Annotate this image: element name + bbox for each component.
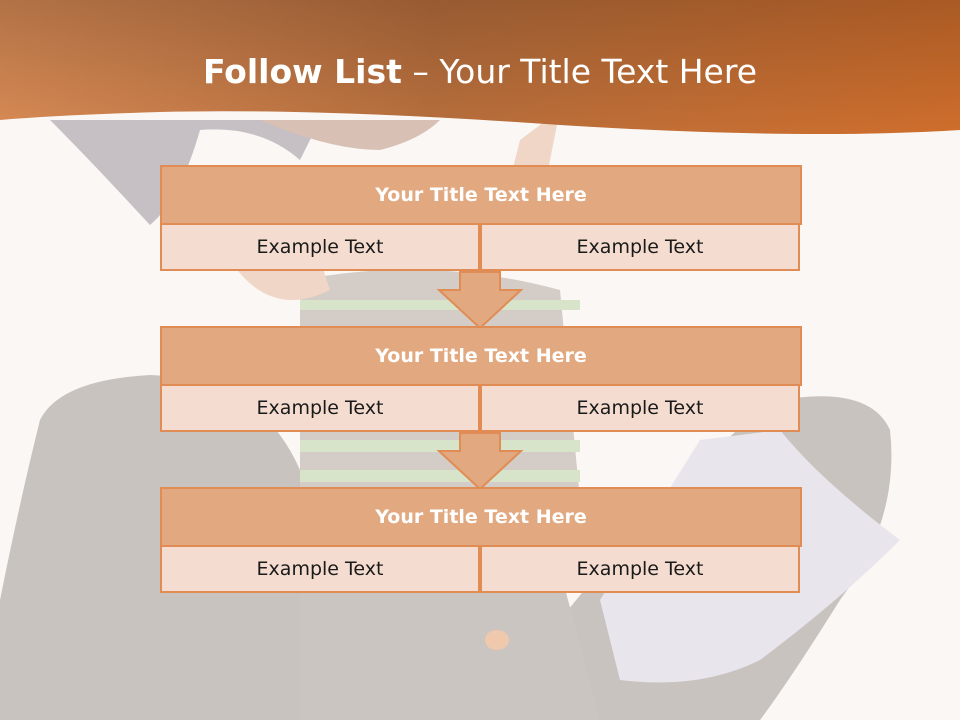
list-block-left-text: Example Text — [160, 223, 480, 271]
list-block-3: Your Title Text Here Example Text Exampl… — [160, 487, 802, 593]
slide-title-rest: – Your Title Text Here — [412, 52, 758, 91]
down-arrow-icon — [436, 432, 524, 491]
list-block-title: Your Title Text Here — [160, 487, 802, 547]
slide-title-bold: Follow List — [202, 52, 402, 91]
list-block-right-text: Example Text — [480, 384, 800, 432]
list-block-2: Your Title Text Here Example Text Exampl… — [160, 326, 802, 432]
list-block-title: Your Title Text Here — [160, 326, 802, 386]
list-block-left-text: Example Text — [160, 545, 480, 593]
list-block-right-text: Example Text — [480, 545, 800, 593]
list-block-title: Your Title Text Here — [160, 165, 802, 225]
list-block-left-text: Example Text — [160, 384, 480, 432]
down-arrow-icon — [436, 271, 524, 330]
slide-title: Follow List – Your Title Text Here — [0, 52, 960, 91]
list-block-right-text: Example Text — [480, 223, 800, 271]
list-block-1: Your Title Text Here Example Text Exampl… — [160, 165, 802, 271]
